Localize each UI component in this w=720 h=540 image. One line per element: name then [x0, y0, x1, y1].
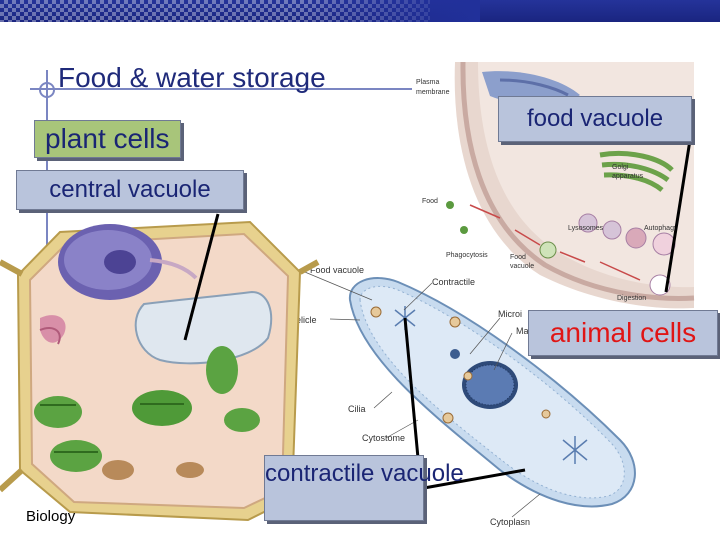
contractile-vacuole-label: contractile vacuole [264, 455, 464, 521]
footer-subject: Biology [26, 508, 76, 525]
food-label: Food [422, 198, 438, 205]
para-contractile-label: Contractile [432, 277, 475, 287]
food-vacuole-label-2: vacuole [510, 263, 534, 270]
plasma-membrane-label-1: Plasma [416, 79, 439, 86]
top-bar-fade [300, 0, 480, 22]
golgi-label-1: Golgi [612, 164, 629, 171]
contractile-vacuole-pointer-2 [423, 468, 526, 490]
central-vacuole-pointer [183, 213, 220, 341]
micronucleus-label: Microi [498, 309, 522, 319]
digestion-label: Digestion [617, 295, 646, 302]
cytostome-label: Cytostome [362, 433, 405, 443]
plant-cells-label: plant cells [34, 120, 181, 158]
animal-cells-label: animal cells [528, 310, 718, 356]
top-bar [0, 0, 720, 22]
cytoplasm-label: Cytoplasn [490, 517, 530, 527]
food-vacuole-label: food vacuole [498, 96, 692, 142]
plant-cell-figure [0, 220, 320, 522]
phagocytosis-label: Phagocytosis [446, 252, 488, 259]
title-guide-line [30, 88, 415, 90]
pointer-lines [183, 139, 692, 490]
macronucleus-label: Ma [516, 326, 529, 336]
plasma-membrane-label-2: membrane [416, 89, 450, 96]
pellicle-label: Pelicle [290, 315, 317, 325]
food-vacuole-pointer [664, 139, 692, 293]
contractile-vacuole-pointer [403, 317, 420, 459]
lysosomes-label: Lysosomes [568, 225, 604, 232]
golgi-label-2: apparatus [612, 173, 644, 180]
para-food-vacuole-label: Food vacuole [310, 265, 364, 275]
autophagy-label: Autophagy [644, 225, 678, 232]
paramecium-figure: Food vacuole Contractile Pelicle Microi … [290, 265, 636, 527]
cilia-label: Cilia [348, 404, 366, 414]
guide-circle [39, 82, 55, 98]
food-vacuole-label-1: Food [510, 254, 526, 261]
central-vacuole-label: central vacuole [16, 170, 244, 210]
slide-title: Food & water storage [58, 62, 326, 93]
